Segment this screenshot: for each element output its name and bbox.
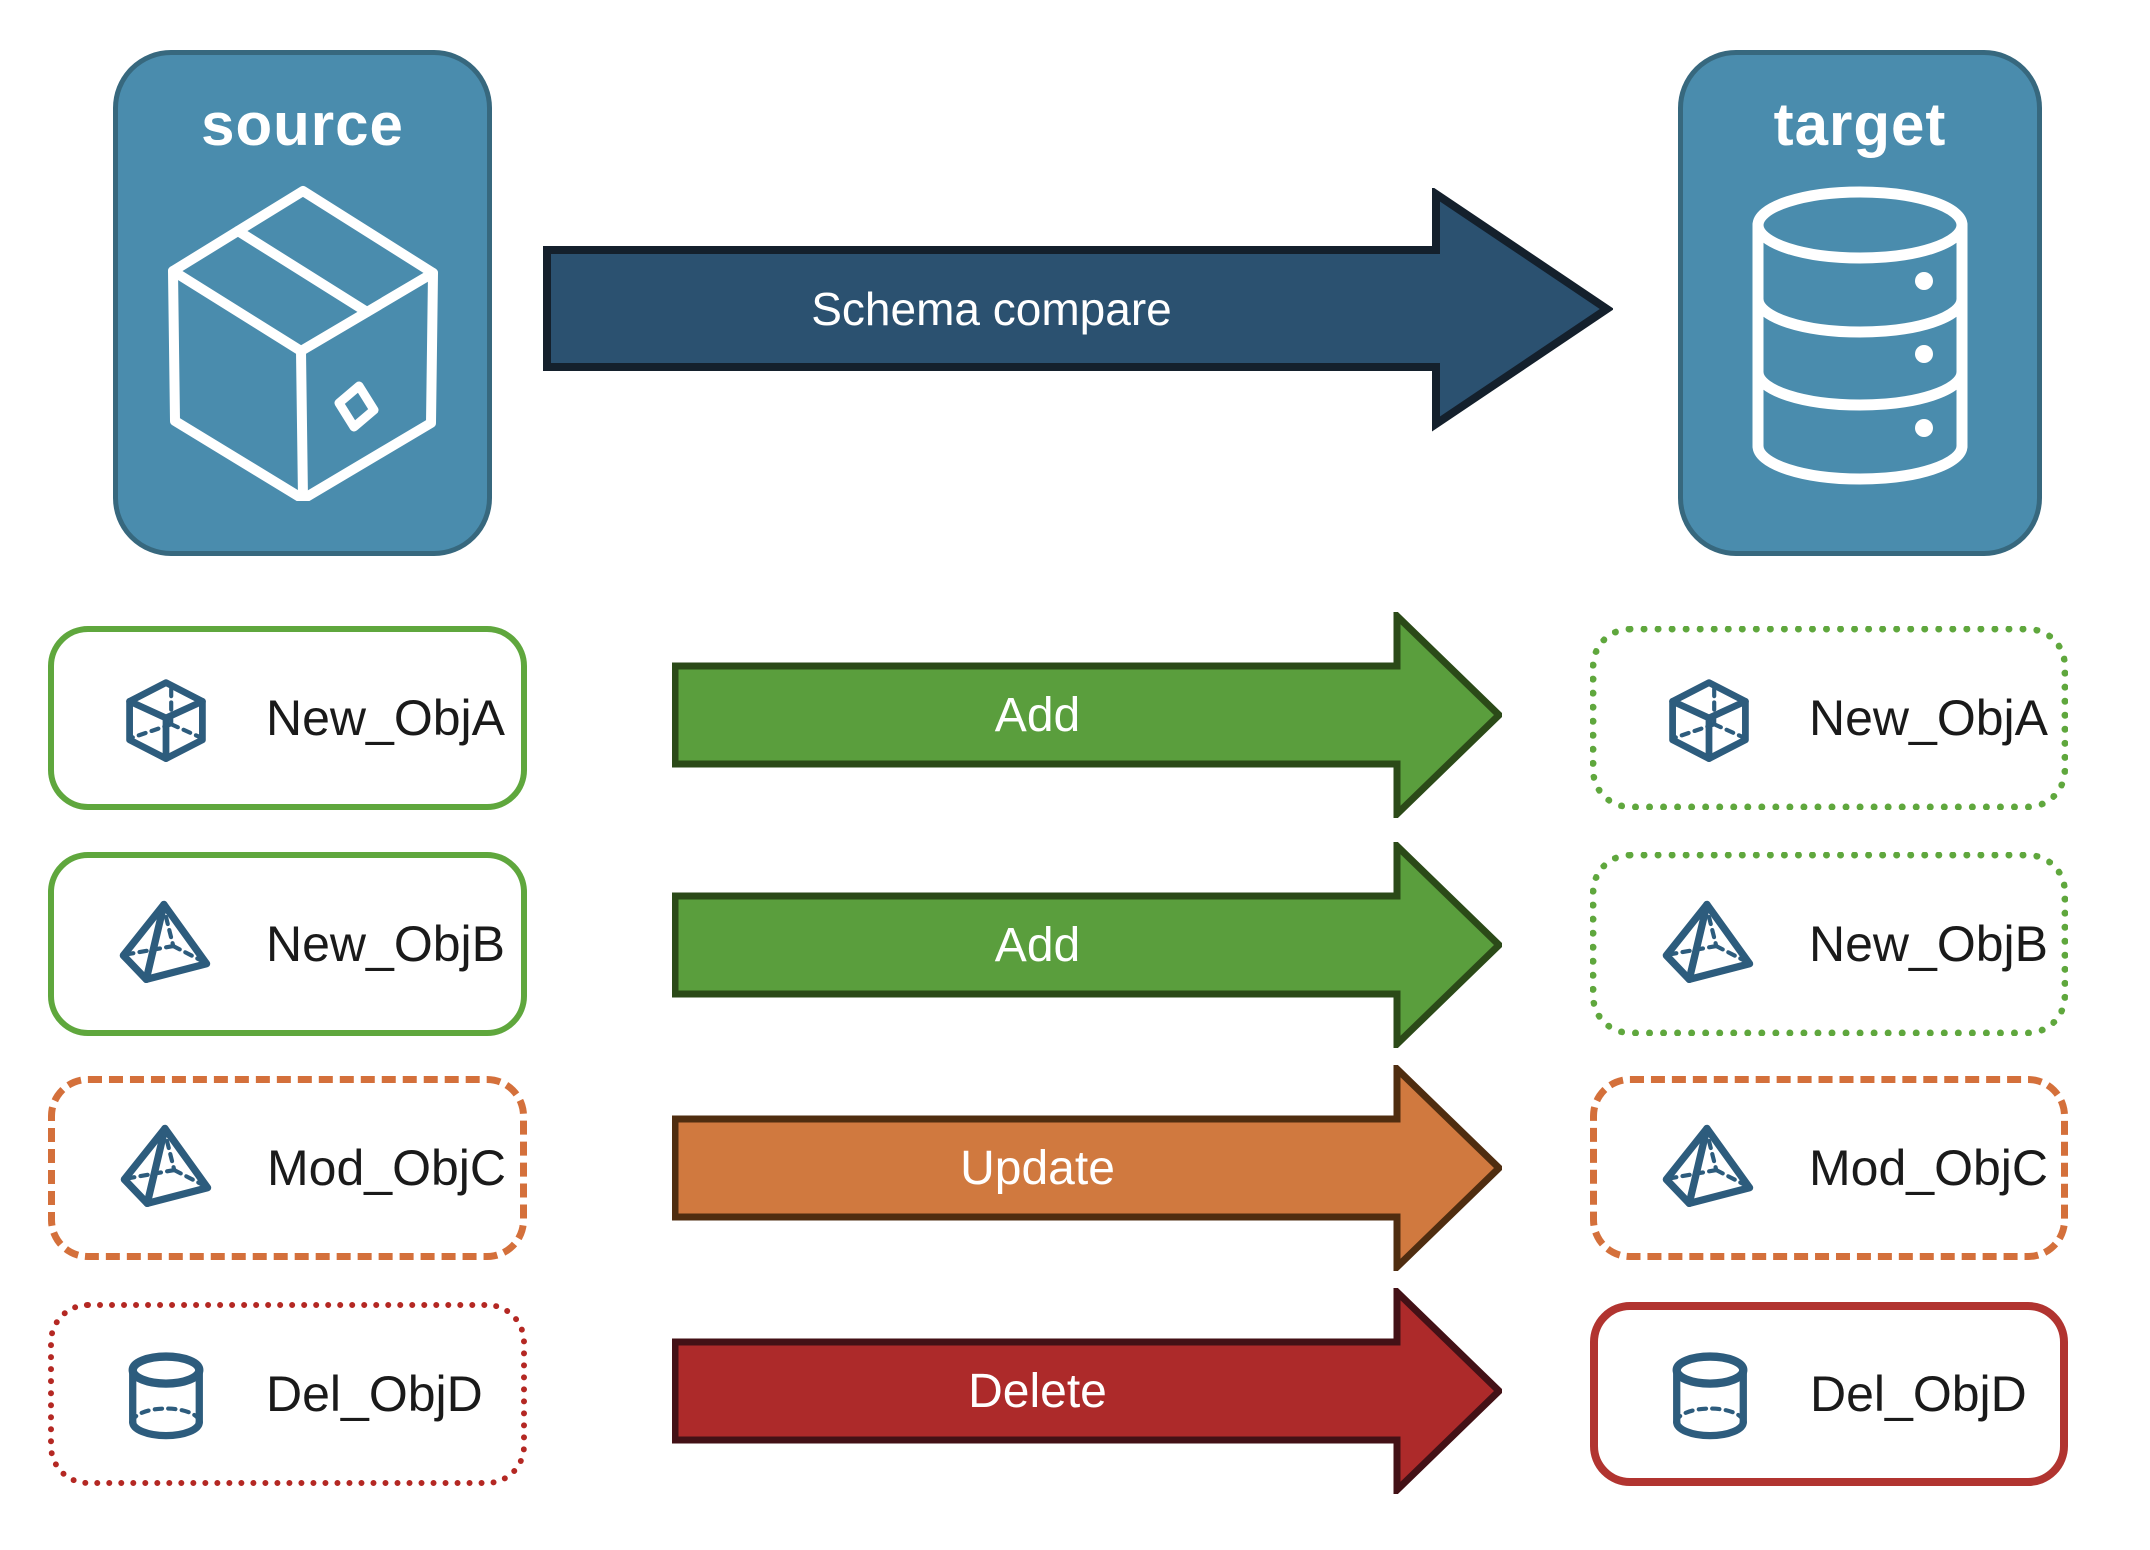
source-object-new-objb: New_ObjB: [48, 852, 527, 1036]
cube-icon: [114, 666, 218, 770]
source-object-mod-objc: Mod_ObjC: [48, 1076, 527, 1260]
cylinder-icon: [1658, 1342, 1762, 1446]
target-object-new-objb: New_ObjB: [1590, 852, 2068, 1036]
source-node-label: source: [201, 91, 404, 158]
object-label: New_ObjA: [266, 690, 505, 746]
target-node-label: target: [1773, 91, 1947, 158]
pyramid-icon: [114, 892, 218, 996]
pyramid-icon: [1657, 1116, 1761, 1220]
add-arrow: [672, 842, 1502, 1048]
object-label: Mod_ObjC: [267, 1140, 506, 1196]
target-node: target: [1678, 50, 2042, 556]
delete-arrow-label: Delete: [968, 1364, 1107, 1418]
object-label: New_ObjB: [266, 916, 505, 972]
object-label: New_ObjA: [1809, 690, 2048, 746]
update-arrow-label: Update: [960, 1141, 1115, 1195]
pyramid-icon: [115, 1116, 219, 1220]
schema-compare-arrow-label: Schema compare: [811, 282, 1172, 335]
update-arrow: [672, 1065, 1502, 1271]
cube-icon: [1657, 666, 1761, 770]
cylinder-icon: [114, 1342, 218, 1446]
object-label: Mod_ObjC: [1809, 1140, 2048, 1196]
schema-compare-arrow: [543, 188, 1613, 432]
object-label: New_ObjB: [1809, 916, 2048, 972]
source-object-new-obja: New_ObjA: [48, 626, 527, 810]
add-arrow: [672, 612, 1502, 818]
object-label: Del_ObjD: [1810, 1366, 2027, 1422]
package-box-icon: [163, 181, 443, 501]
add-arrow-label: Add: [994, 688, 1081, 742]
source-object-del-objd: Del_ObjD: [48, 1302, 527, 1486]
delete-arrow: [672, 1288, 1502, 1494]
target-object-new-obja: New_ObjA: [1590, 626, 2068, 810]
database-icon: [1740, 181, 1980, 491]
object-label: Del_ObjD: [266, 1366, 483, 1422]
target-object-mod-objc: Mod_ObjC: [1590, 1076, 2068, 1260]
target-object-del-objd: Del_ObjD: [1590, 1302, 2068, 1486]
source-node: source: [113, 50, 492, 556]
pyramid-icon: [1657, 892, 1761, 996]
add-arrow-label: Add: [994, 918, 1081, 972]
